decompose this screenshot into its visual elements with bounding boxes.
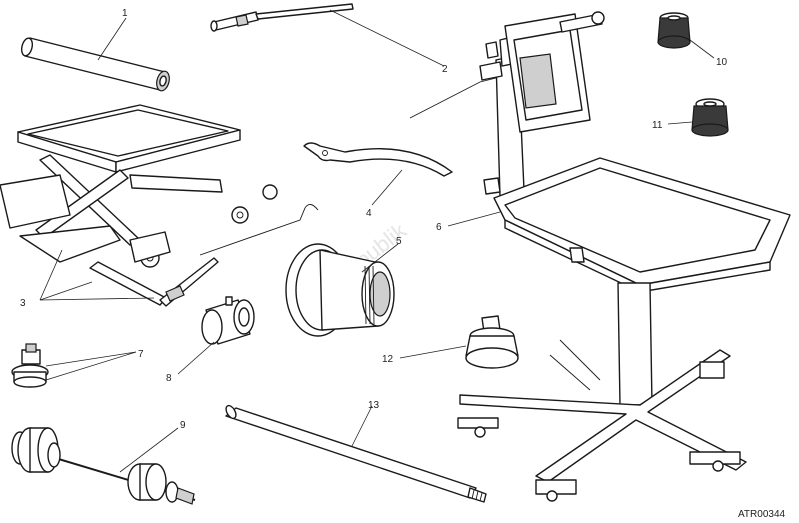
callout-5: 5 bbox=[396, 236, 402, 247]
part-12-adapter bbox=[465, 315, 519, 369]
callout-13: 13 bbox=[368, 400, 380, 411]
part-2-bar bbox=[210, 3, 354, 32]
callout-10: 10 bbox=[716, 57, 728, 68]
part-13-long-bar bbox=[225, 404, 487, 503]
callout-2: 2 bbox=[442, 64, 448, 75]
part-6-workshop-stand bbox=[409, 11, 791, 502]
part-4-hook-spanner bbox=[303, 142, 453, 177]
callout-7: 7 bbox=[138, 349, 144, 360]
part-11-bushing bbox=[691, 98, 729, 137]
callout-4: 4 bbox=[366, 208, 372, 219]
callout-3: 3 bbox=[20, 298, 26, 309]
part-3-lift-stand bbox=[0, 104, 319, 307]
callout-1: 1 bbox=[122, 8, 128, 19]
callout-12: 12 bbox=[382, 354, 394, 365]
drawing-code: ATR00344 bbox=[738, 509, 786, 520]
callout-6: 6 bbox=[436, 222, 442, 233]
part-10-bushing bbox=[657, 12, 691, 49]
part-1-roller bbox=[20, 37, 170, 92]
part-8-collar bbox=[201, 296, 255, 345]
part-7-plug bbox=[11, 343, 49, 388]
callout-9: 9 bbox=[180, 420, 186, 431]
callout-11: 11 bbox=[652, 120, 663, 131]
callout-8: 8 bbox=[166, 373, 172, 384]
leader-lines bbox=[39, 9, 715, 473]
callouts: 1 2 3 4 5 6 7 8 9 10 11 12 13 bbox=[20, 8, 728, 431]
part-5-flanged-shaft bbox=[285, 243, 395, 337]
part-9-axle bbox=[11, 427, 196, 505]
